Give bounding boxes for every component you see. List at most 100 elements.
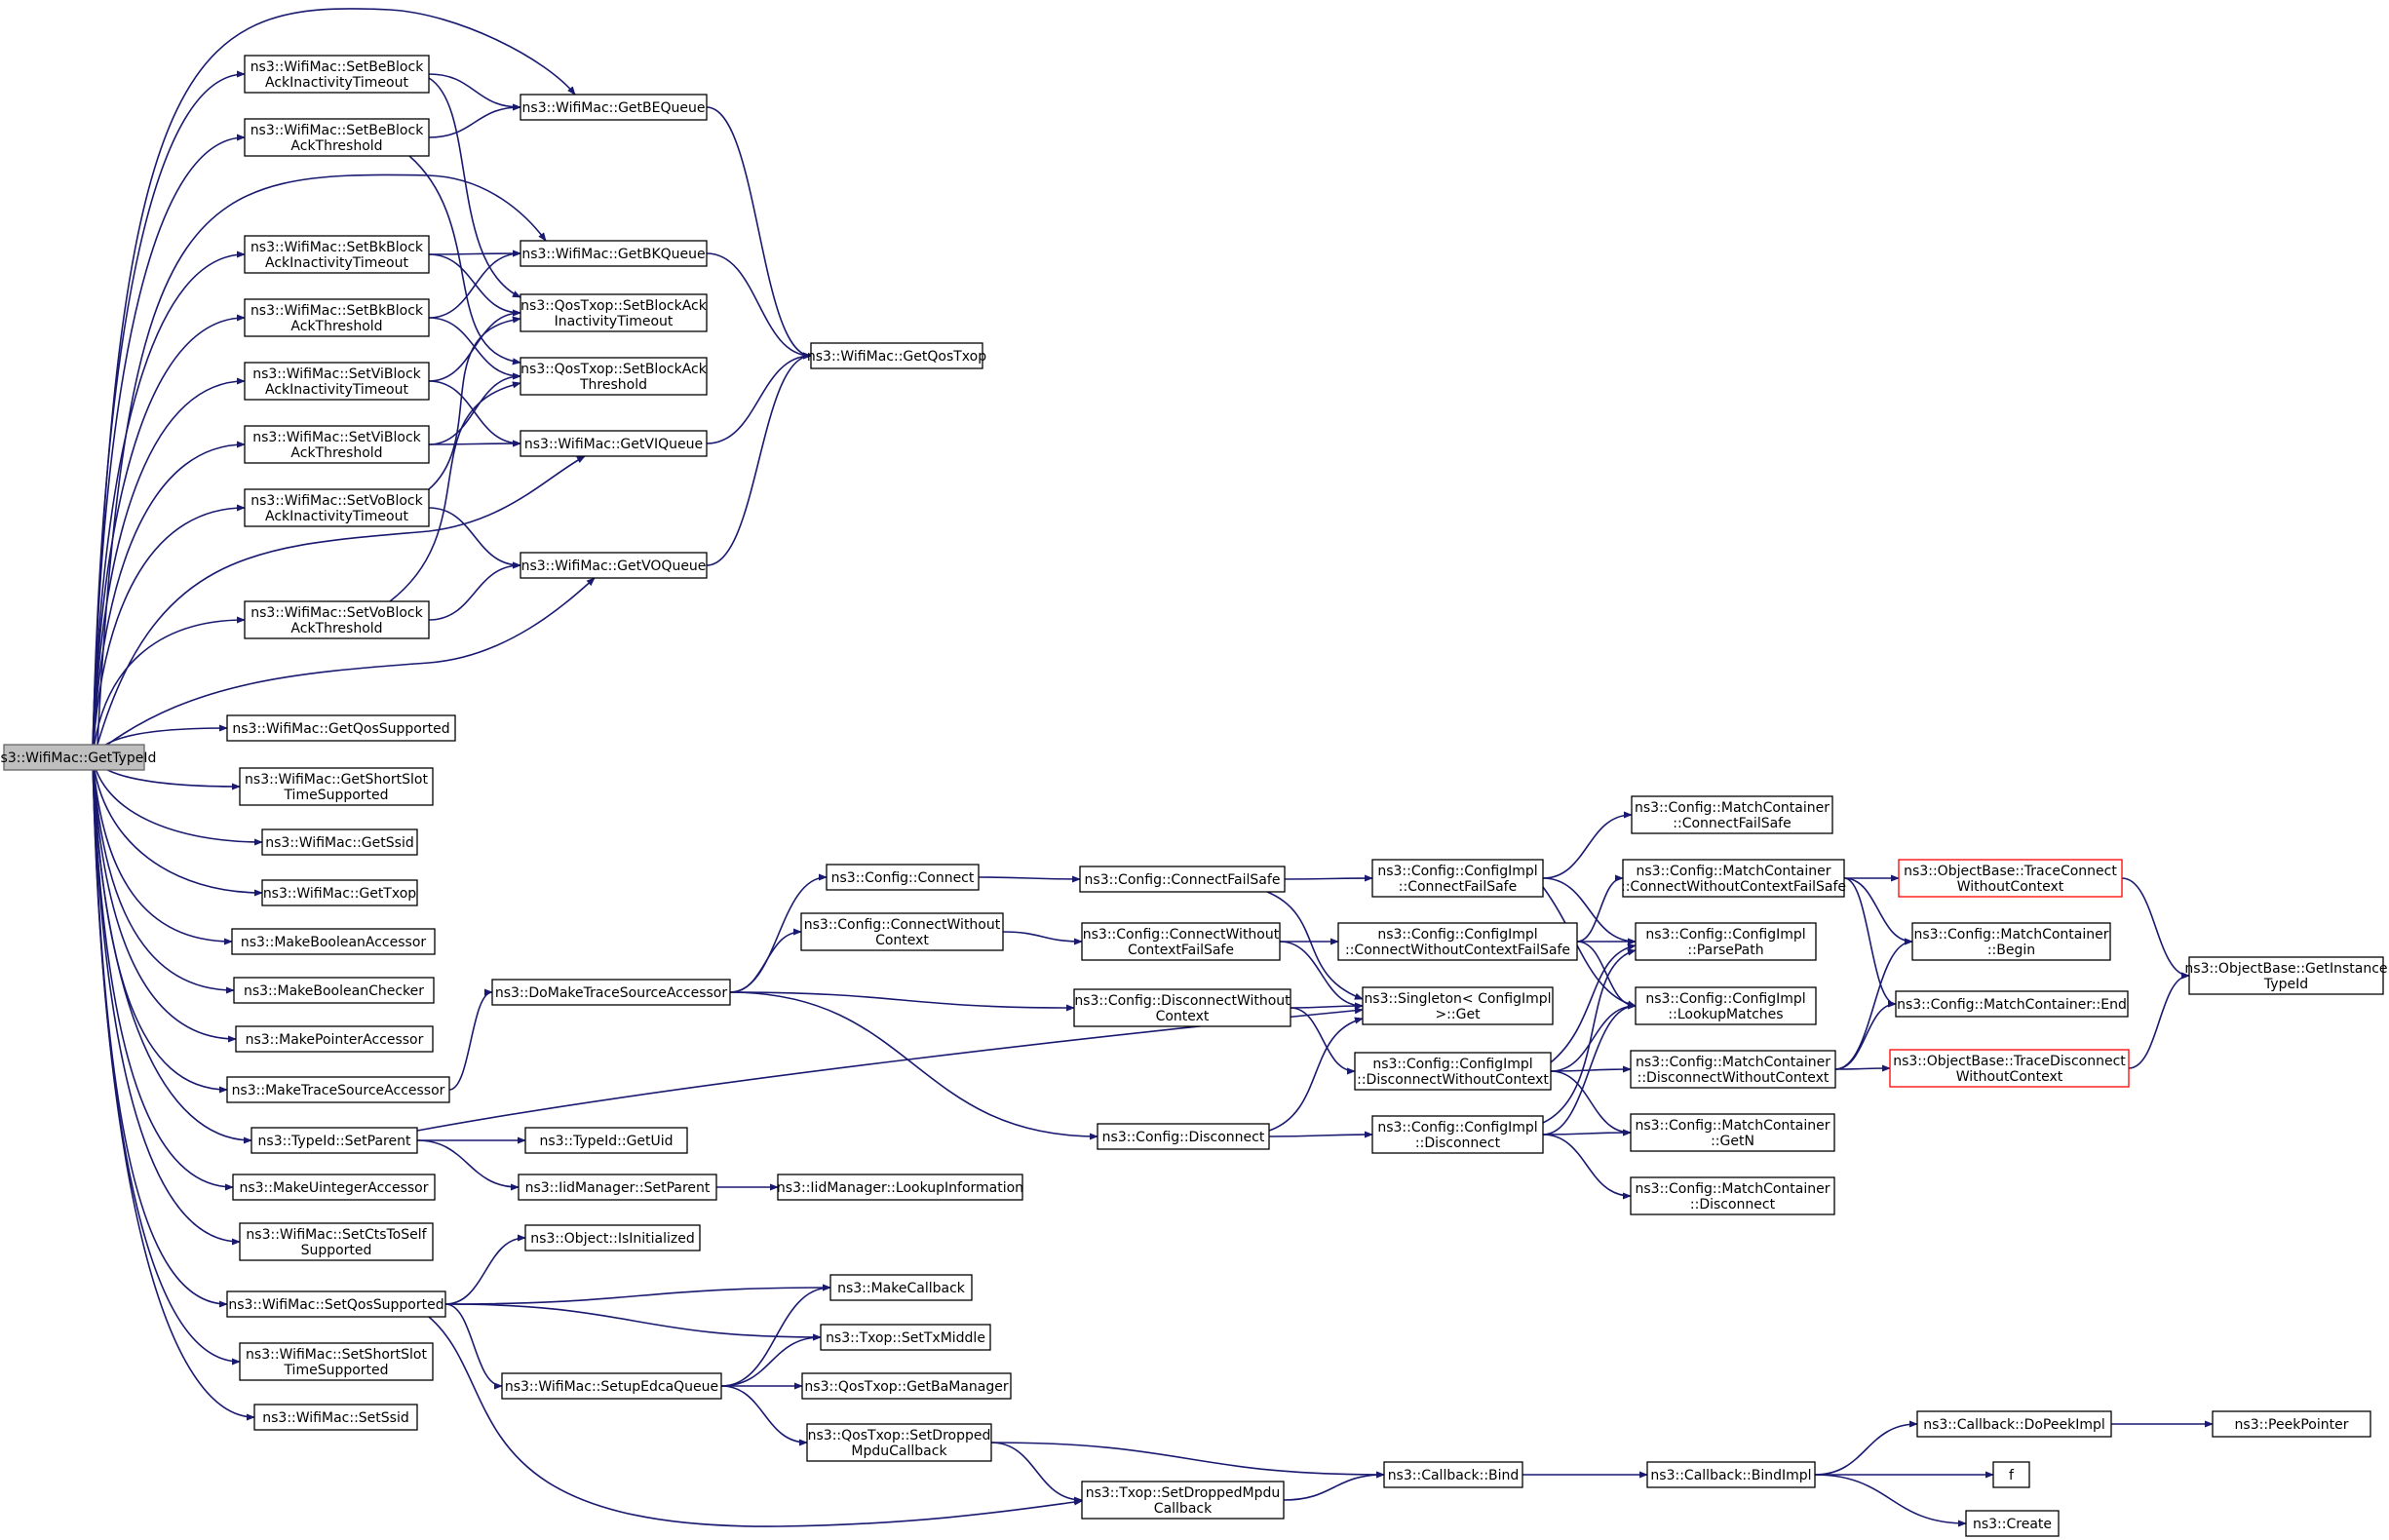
node-setbkblockackinact[interactable]: ns3::WifiMac::SetBkBlockAckInactivityTim…	[244, 235, 430, 274]
node-getbkqueue[interactable]: ns3::WifiMac::GetBKQueue	[520, 240, 708, 267]
node-box[interactable]	[1081, 1481, 1285, 1520]
node-setviblockackinact[interactable]: ns3::WifiMac::SetViBlockAckInactivityTim…	[244, 362, 430, 401]
node-box[interactable]	[1354, 1052, 1552, 1091]
node-singletonget[interactable]: ns3::Singleton< ConfigImpl >::Get	[1362, 986, 1554, 1025]
node-box[interactable]	[250, 1127, 418, 1154]
node-callbackdopeek[interactable]: ns3::Callback::DoPeekImpl	[1916, 1410, 2112, 1438]
node-typeidsetparent[interactable]: ns3::TypeId::SetParent	[250, 1127, 418, 1154]
node-box[interactable]	[801, 1372, 1012, 1400]
node-maketraceacc[interactable]: ns3::MakeTraceSourceAccessor	[226, 1076, 450, 1103]
node-box[interactable]	[520, 94, 708, 121]
node-impllookup[interactable]: ns3::Config::ConfigImpl::LookupMatches	[1635, 986, 1817, 1025]
node-box[interactable]	[1895, 990, 2129, 1018]
node-box[interactable]	[1073, 988, 1291, 1027]
node-callbackbindimpl[interactable]: ns3::Callback::BindImpl	[1646, 1461, 1816, 1488]
node-box[interactable]	[820, 1324, 991, 1351]
node-box[interactable]	[1889, 1049, 2130, 1088]
node-box[interactable]	[1383, 1461, 1523, 1488]
node-box[interactable]	[244, 488, 430, 527]
node-box[interactable]	[826, 864, 980, 891]
node-box[interactable]	[1097, 1123, 1270, 1150]
node-mcgetn[interactable]: ns3::Config::MatchContainer::GetN	[1630, 1113, 1835, 1152]
node-box[interactable]	[232, 1174, 436, 1201]
node-box[interactable]	[520, 240, 708, 267]
node-box[interactable]	[1081, 922, 1281, 961]
node-box[interactable]	[3, 744, 145, 771]
node-txopsettxmiddle[interactable]: ns3::Txop::SetTxMiddle	[820, 1324, 991, 1351]
node-box[interactable]	[244, 600, 430, 639]
node-qossetblockackinact[interactable]: ns3::QosTxop::SetBlockAckInactivityTimeo…	[520, 293, 708, 332]
node-makecallback[interactable]: ns3::MakeCallback	[829, 1274, 973, 1301]
node-getbequeue[interactable]: ns3::WifiMac::GetBEQueue	[520, 94, 708, 121]
node-box[interactable]	[1337, 922, 1578, 961]
node-box[interactable]	[226, 1290, 446, 1318]
node-box[interactable]	[226, 714, 456, 742]
node-box[interactable]	[806, 1423, 992, 1462]
node-box[interactable]	[261, 879, 418, 906]
node-box[interactable]	[244, 118, 430, 157]
node-gettypeid[interactable]: ns3::WifiMac::GetTypeId	[0, 744, 156, 771]
node-mcend[interactable]: ns3::Config::MatchContainer::End	[1895, 990, 2129, 1018]
node-setvoblockackinact[interactable]: ns3::WifiMac::SetVoBlockAckInactivityTim…	[244, 488, 430, 527]
node-makeptracc[interactable]: ns3::MakePointerAccessor	[235, 1025, 434, 1053]
node-box[interactable]	[239, 1222, 434, 1261]
node-box[interactable]	[520, 293, 708, 332]
node-getvoqueue[interactable]: ns3::WifiMac::GetVOQueue	[520, 552, 708, 579]
node-box[interactable]	[2188, 956, 2384, 995]
node-box[interactable]	[524, 1127, 688, 1154]
node-iidlookup[interactable]: ns3::IidManager::LookupInformation	[777, 1174, 1023, 1201]
node-box[interactable]	[244, 298, 430, 337]
node-getqossupported[interactable]: ns3::WifiMac::GetQosSupported	[226, 714, 456, 742]
node-box[interactable]	[829, 1274, 973, 1301]
node-box[interactable]	[1635, 986, 1817, 1025]
node-makeuintacc[interactable]: ns3::MakeUintegerAccessor	[232, 1174, 436, 1201]
node-implparsepath[interactable]: ns3::Config::ConfigImpl::ParsePath	[1635, 922, 1817, 961]
node-obtracedisconnect[interactable]: ns3::ObjectBase::TraceDisconnectWithoutC…	[1889, 1049, 2130, 1088]
node-cfgdisconnectwo[interactable]: ns3::Config::DisconnectWithoutContext	[1073, 988, 1291, 1027]
node-typeidgetuid[interactable]: ns3::TypeId::GetUid	[524, 1127, 688, 1154]
node-box[interactable]	[226, 1076, 450, 1103]
node-box[interactable]	[520, 357, 708, 396]
node-box[interactable]	[501, 1372, 722, 1400]
node-impldisconnect[interactable]: ns3::Config::ConfigImpl::Disconnect	[1371, 1115, 1544, 1154]
node-fnode[interactable]: f	[1992, 1461, 2030, 1488]
node-makeboolchk[interactable]: ns3::MakeBooleanChecker	[233, 977, 435, 1004]
node-box[interactable]	[244, 55, 430, 94]
node-implconnectwofs[interactable]: ns3::Config::ConfigImpl::ConnectWithoutC…	[1337, 922, 1578, 961]
node-box[interactable]	[524, 1224, 701, 1251]
node-getqostxop[interactable]: ns3::WifiMac::GetQosTxop	[807, 342, 986, 369]
node-box[interactable]	[491, 979, 731, 1006]
node-box[interactable]	[239, 767, 434, 806]
node-cfgdisconnect[interactable]: ns3::Config::Disconnect	[1097, 1123, 1270, 1150]
node-box[interactable]	[235, 1025, 434, 1053]
node-box[interactable]	[261, 828, 418, 856]
node-setssid[interactable]: ns3::WifiMac::SetSsid	[253, 1404, 418, 1431]
node-box[interactable]	[244, 235, 430, 274]
node-mcbegin[interactable]: ns3::Config::MatchContainer::Begin	[1911, 922, 2111, 961]
node-box[interactable]	[1630, 1113, 1835, 1152]
node-box[interactable]	[1622, 859, 1845, 898]
node-domaketrace[interactable]: ns3::DoMakeTraceSourceAccessor	[491, 979, 731, 1006]
node-objisinit[interactable]: ns3::Object::IsInitialized	[524, 1224, 701, 1251]
node-callbackbind[interactable]: ns3::Callback::Bind	[1383, 1461, 1523, 1488]
node-box[interactable]	[518, 1174, 717, 1201]
node-box[interactable]	[244, 362, 430, 401]
node-box[interactable]	[244, 425, 430, 464]
node-box[interactable]	[1631, 795, 1833, 834]
node-cfgconnectwofs[interactable]: ns3::Config::ConnectWithoutContextFailSa…	[1081, 922, 1281, 961]
node-mcdisconnect[interactable]: ns3::Config::MatchContainer::Disconnect	[1630, 1176, 1835, 1215]
node-mcconnectfs[interactable]: ns3::Config::MatchContainer::ConnectFail…	[1631, 795, 1833, 834]
node-implconnectfs[interactable]: ns3::Config::ConfigImpl::ConnectFailSafe	[1371, 859, 1544, 898]
node-box[interactable]	[800, 912, 1004, 951]
node-box[interactable]	[810, 342, 983, 369]
node-box[interactable]	[520, 552, 708, 579]
